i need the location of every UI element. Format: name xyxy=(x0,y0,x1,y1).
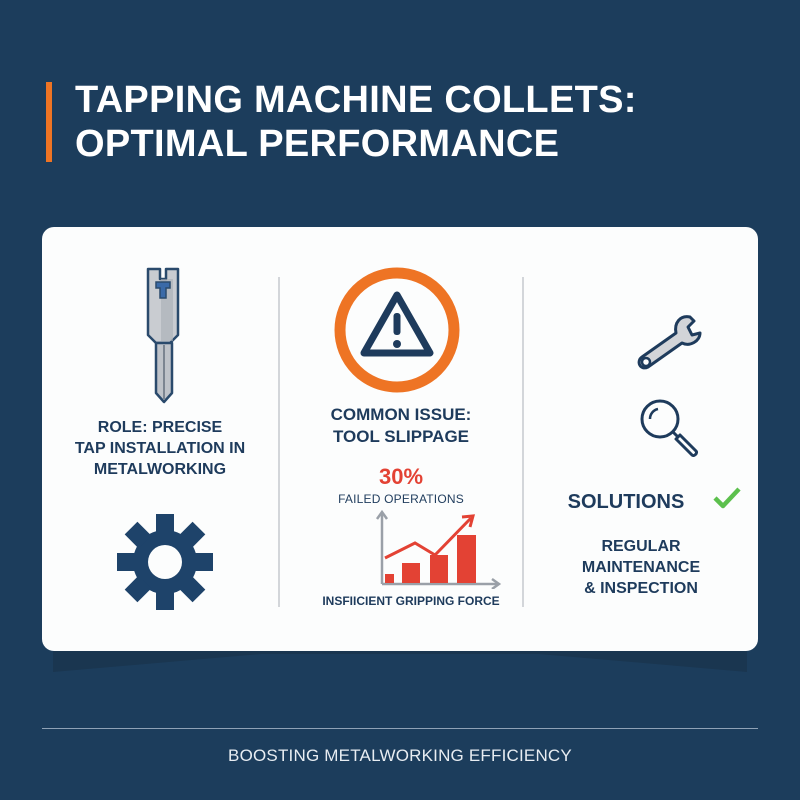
warning-icon xyxy=(334,267,460,393)
page-title: TAPPING MACHINE COLLETS: OPTIMAL PERFORM… xyxy=(75,78,637,166)
solutions-line-2: MAINTENANCE xyxy=(581,559,701,576)
role-line-1: ROLE: PRECISE xyxy=(97,419,223,436)
bar-chart-icon xyxy=(375,509,502,589)
title-line-2: OPTIMAL PERFORMANCE xyxy=(75,123,560,165)
solutions-panel: SOLUTIONS REGULAR MAINTENANCE & INSPECTI… xyxy=(524,227,758,651)
column-divider xyxy=(522,277,524,607)
column-divider xyxy=(278,277,280,607)
collet-tool-icon xyxy=(146,267,180,404)
role-line-2: TAP INSTALLATION IN xyxy=(74,440,246,457)
footer-tagline: BOOSTING METALWORKING EFFICIENCY xyxy=(228,746,572,765)
solutions-heading: SOLUTIONS xyxy=(567,491,685,513)
footer-divider xyxy=(42,728,758,729)
stat-label: FAILED OPERATIONS xyxy=(338,492,464,506)
chart-caption: INSFIICIENT GRIPPING FORCE xyxy=(322,594,500,608)
wrench-icon xyxy=(637,315,702,370)
role-panel: ROLE: PRECISE TAP INSTALLATION IN METALW… xyxy=(42,227,278,651)
magnifier-icon xyxy=(640,399,698,457)
card-shadow xyxy=(53,650,747,672)
issue-line-2: TOOL SLIPPAGE xyxy=(332,427,470,446)
issue-panel: COMMON ISSUE: TOOL SLIPPAGE 30% FAILED O… xyxy=(280,227,522,651)
solutions-line-3: & INSPECTION xyxy=(584,580,698,597)
solutions-line-1: REGULAR xyxy=(601,538,681,555)
stat-value: 30% xyxy=(378,464,424,489)
role-line-3: METALWORKING xyxy=(93,461,227,478)
title-line-1: TAPPING MACHINE COLLETS: xyxy=(75,79,637,121)
checkmark-icon xyxy=(713,487,741,509)
issue-line-1: COMMON ISSUE: xyxy=(330,405,472,424)
gear-icon xyxy=(117,514,213,610)
info-card: ROLE: PRECISE TAP INSTALLATION IN METALW… xyxy=(42,227,758,651)
title-accent-bar xyxy=(46,82,52,162)
